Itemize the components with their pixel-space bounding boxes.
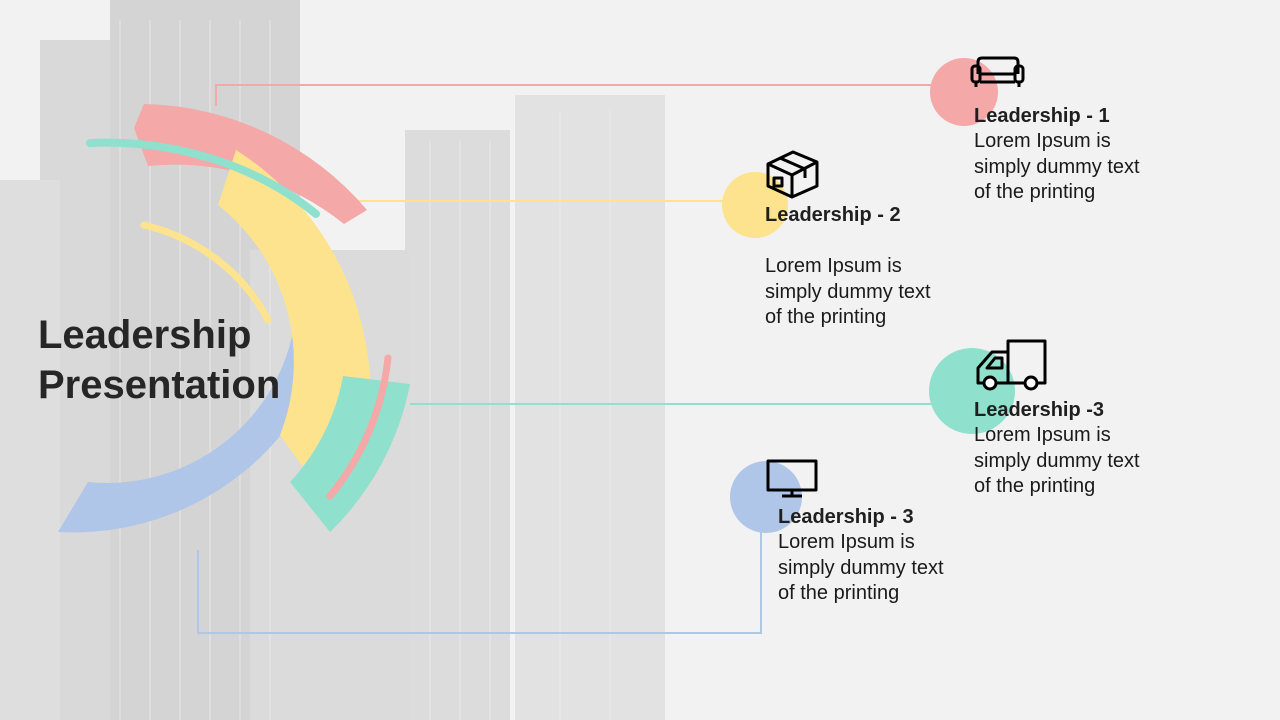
slide-title-line-1: Leadership [38,313,252,357]
item-title: Leadership - 2 [765,204,901,226]
item-title: Leadership - 1 [974,105,1110,127]
item-text: Lorem Ipsum is simply dummy text of the … [974,424,1140,497]
leadership-item-3: Leadership -3 Lorem Ipsum is simply dumm… [974,397,1174,500]
item-text: Lorem Ipsum is simply dummy text of the … [974,130,1140,203]
accent-arc-pink [326,354,392,500]
item-text: Lorem Ipsum is simply dummy text of the … [778,531,944,604]
slide-title: Leadership Presentation [38,310,280,410]
connector-1 [215,84,965,106]
box-icon [766,150,819,199]
slide-title-line-2: Presentation [38,363,281,407]
item-text: Lorem Ipsum is simply dummy text of the … [765,255,931,328]
leadership-item-2: Leadership - 2 Lorem Ipsum is simply dum… [765,202,965,331]
accent-arc-teal [86,138,320,218]
circle-4 [730,461,802,533]
arc-teal [290,376,410,532]
connector-2 [341,200,755,222]
leadership-item-1: Leadership - 1 Lorem Ipsum is simply dum… [974,103,1174,206]
item-title: Leadership -3 [974,399,1105,421]
item-title: Leadership - 3 [778,506,914,528]
leadership-item-4: Leadership - 3 Lorem Ipsum is simply dum… [778,504,978,607]
monitor-icon [766,459,818,498]
truck-icon [976,339,1047,391]
connector-4 [197,495,762,634]
accent-arc-yellow [140,221,272,324]
sofa-icon [970,56,1025,87]
arc-yellow [218,150,371,470]
